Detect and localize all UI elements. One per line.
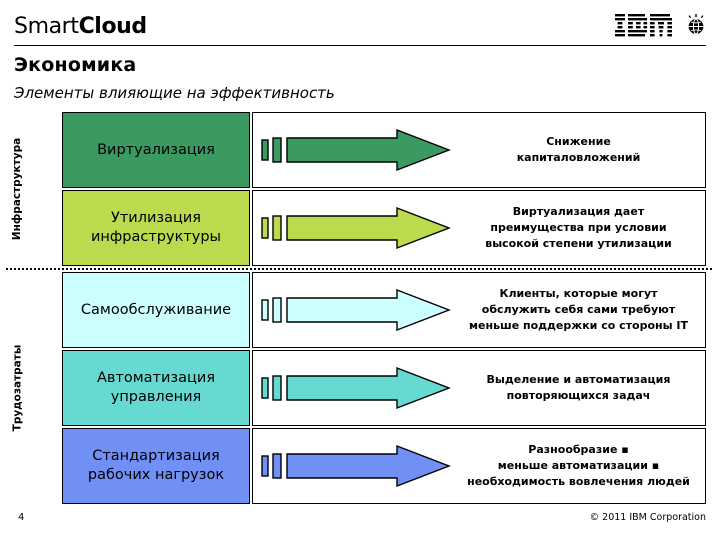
ibm-logo (615, 13, 706, 37)
smartcloud-logo-bold: Cloud (78, 14, 148, 39)
progress-arrow-icon (261, 444, 451, 488)
progress-arrow-icon (261, 206, 451, 250)
group-label-1: Инфраструктура (0, 112, 34, 266)
page-subtitle: Элементы влияющие на эффективность (14, 84, 335, 102)
category-label: Виртуализация (97, 141, 215, 158)
group-label-text: Инфраструктура (11, 137, 24, 241)
benefit-label: Разнообразие ▪меньше автоматизации ▪необ… (467, 443, 690, 488)
ibm-wordmark-icon (615, 14, 672, 37)
slide-header: SmartCloud (0, 0, 720, 48)
category-label: Самообслуживание (80, 301, 232, 318)
arrow-container (261, 206, 451, 250)
group-label-2: Трудозатраты (0, 272, 34, 504)
arrow-container (261, 366, 451, 410)
group-divider (6, 268, 712, 270)
smartcloud-logo: SmartCloud (14, 14, 147, 39)
footer-page-number: 4 (18, 512, 25, 523)
header-divider (14, 45, 706, 46)
group-label-text: Трудозатраты (11, 344, 24, 432)
page-title: Экономика (14, 54, 137, 76)
globe-icon (688, 14, 704, 35)
category-box[interactable]: Виртуализация (62, 112, 250, 188)
footer-copyright: © 2011 IBM Corporation (589, 512, 706, 523)
smartcloud-logo-light: Smart (14, 14, 79, 39)
category-box[interactable]: Самообслуживание (62, 272, 250, 348)
arrow-container (261, 288, 451, 332)
arrow-container (261, 128, 451, 172)
progress-arrow-icon (261, 366, 451, 410)
progress-arrow-icon (261, 128, 451, 172)
benefit-box: Разнообразие ▪меньше автоматизации ▪необ… (252, 428, 706, 504)
progress-arrow-icon (261, 288, 451, 332)
arrow-container (261, 444, 451, 488)
